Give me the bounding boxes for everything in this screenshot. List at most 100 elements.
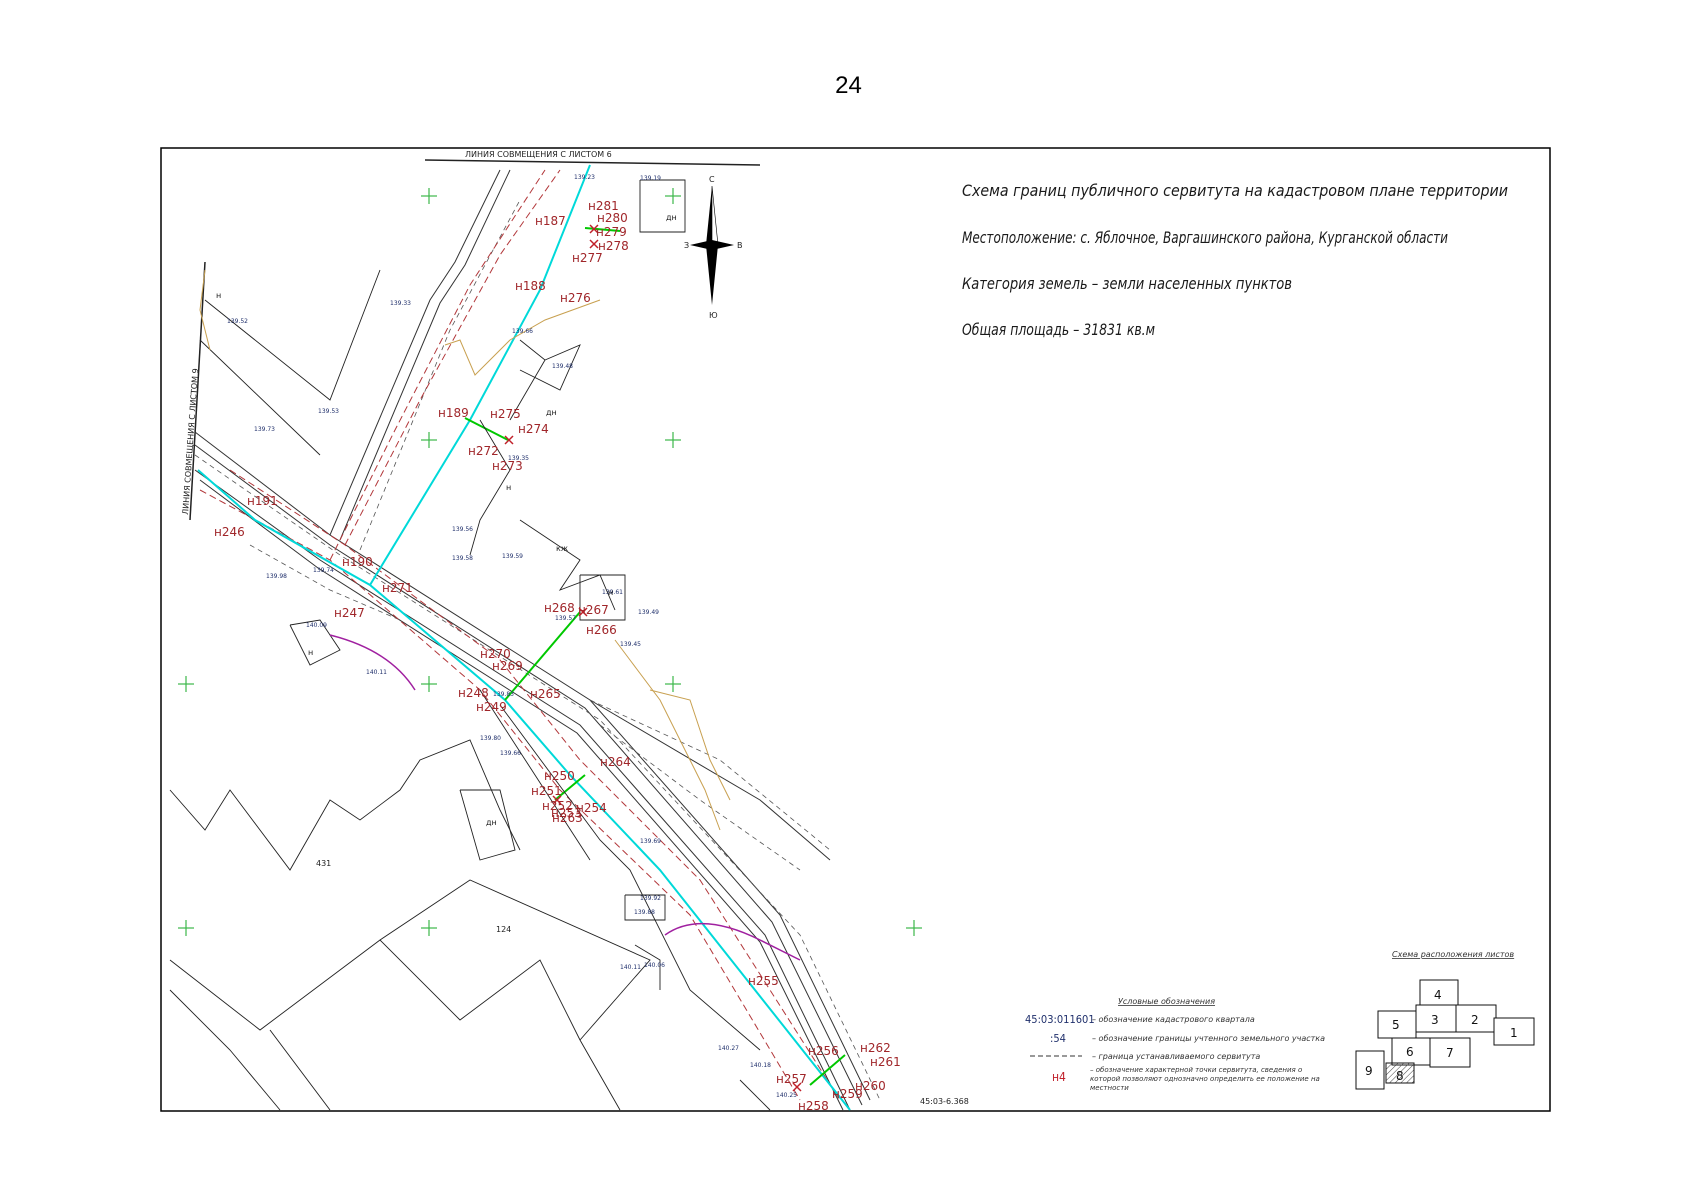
elevation-label: 139.56 [452,526,473,533]
servitude-point-label: н279 [596,225,627,239]
elevation-label: 140.25 [776,1092,797,1099]
elevation-label: 140.18 [750,1062,771,1069]
legend-text-servitude: – граница устанавливаемого сервитута [1092,1052,1260,1061]
servitude-point-label: н249 [476,700,507,714]
compass-west-label: З [684,241,689,250]
sheet-num-4: 4 [1434,988,1442,1002]
house-label: дн [666,213,677,222]
elevation-label: 139.66 [500,750,521,757]
match-line-left-label: ЛИНИЯ СОВМЕЩЕНИЯ С ЛИСТОМ 9 [181,368,200,515]
elevation-label: 139.73 [254,426,275,433]
elevation-label: 139.57 [555,615,576,622]
elevation-label: 140.27 [718,1045,739,1052]
page-number: 24 [835,72,862,99]
sheet-num-6: 6 [1406,1045,1414,1059]
map-drawing: ЛИНИЯ СОВМЕЩЕНИЯ С ЛИСТОМ 6 ЛИНИЯ СОВМЕЩ… [169,150,969,1113]
map-frame [160,147,1551,1112]
house-label: н [608,588,613,597]
house-label: н [216,291,221,300]
servitude-point-label: н261 [870,1055,901,1069]
elevation-label: 139.83 [493,691,514,698]
legend-title: Условные обозначения [1118,997,1215,1006]
servitude-point-label: н189 [438,406,469,420]
servitude-point-label: н270 [480,647,511,661]
match-line-top [424,159,761,166]
elevation-label: 139.66 [512,328,533,335]
legend-text-point-wrap: – обозначение характерной точки сервитут… [1090,1066,1320,1092]
elevation-label: 139.92 [640,895,661,902]
servitude-point-label: н265 [530,687,561,701]
pipes [329,634,801,961]
elevation-label: 140.09 [306,622,327,629]
map-title: Схема границ публичного сервитута на кад… [962,181,1508,200]
elevation-label: 139.98 [266,573,287,580]
servitude-point-label: н191 [247,494,278,508]
sheet-box-2 [1455,1004,1497,1033]
house-label: дн [546,408,557,417]
sheet-box-1 [1493,1017,1535,1046]
servitude-point-label: н188 [515,279,546,293]
title-block: Схема границ публичного сервитута на кад… [962,181,1508,339]
servitude-point-label: н263 [552,811,583,825]
elevation-label: 139.61 [602,589,623,596]
house-label: дн [486,818,497,827]
match-line-top-label: ЛИНИЯ СОВМЕЩЕНИЯ С ЛИСТОМ 6 [465,150,612,159]
servitude-point-label: н256 [808,1044,839,1058]
servitude-point-label: н281 [588,199,619,213]
servitude-point-label: н274 [518,422,549,436]
compass-north-label: С [709,175,715,184]
total-area: Общая площадь – 31831 кв.м [962,320,1155,339]
elevation-label: 139.58 [452,555,473,562]
elevation-label: 139.59 [502,553,523,560]
servitude-point-label: н268 [544,601,575,615]
elevation-label: 140.11 [366,669,387,676]
north-arrow: С Ю З В [684,175,743,320]
house-label: н [308,648,313,657]
legend-symbol-point: н4 [1052,1070,1066,1084]
servitude-point-label: н258 [798,1099,829,1113]
elevation-label: 139.23 [574,174,595,181]
sheet-num-5: 5 [1392,1018,1400,1032]
sheet-num-1: 1 [1510,1026,1518,1040]
house-label: н [506,483,511,492]
servitude-point-label: н273 [492,459,523,473]
servitude-point-label: н266 [586,623,617,637]
dashed-boundaries [194,199,881,1101]
sheet-num-8: 8 [1396,1069,1404,1083]
paths [199,269,731,831]
legend-symbol-parcel: :54 [1050,1032,1066,1045]
servitude-point-label: н280 [597,211,628,225]
servitude-point-label: н271 [382,581,413,595]
elevation-label: 139.19 [640,175,661,182]
house-label: кж [556,544,568,553]
compass-east-label: В [737,241,743,250]
legend-symbol-quarter: 45:03:011601 [1025,1013,1095,1026]
legend-text-quarter: – обозначение кадастрового квартала [1092,1015,1255,1024]
elevation-label: 139.49 [638,609,659,616]
sheet-num-3: 3 [1431,1013,1439,1027]
servitude-crossings [464,227,846,1086]
servitude-point-label: н277 [572,251,603,265]
elevation-label: 139.53 [318,408,339,415]
servitude-point-label: н190 [342,555,373,569]
sheet-box-3 [1415,1004,1457,1033]
servitude-point-label: н269 [492,659,523,673]
elevation-label: 139.88 [634,909,655,916]
sheet-num-2: 2 [1471,1013,1479,1027]
sheet-box-9 [1355,1050,1385,1090]
elevation-label: 139.74 [313,567,334,574]
match-line-left [189,261,206,521]
sheet-box-8-current [1385,1062,1415,1084]
elevation-label: 139.69 [640,838,661,845]
servitude-point-label: н262 [860,1041,891,1055]
map-location: Местоположение: с. Яблочное, Варгашинско… [962,228,1448,247]
servitude-point-label: н272 [468,444,499,458]
elevation-label: 139.45 [620,641,641,648]
elevation-label: 139.80 [480,735,501,742]
servitude-point-label: н246 [214,525,245,539]
servitude-point-label: н275 [490,407,521,421]
sheet-box-4 [1419,979,1459,1008]
elevation-label: 139.48 [552,363,573,370]
